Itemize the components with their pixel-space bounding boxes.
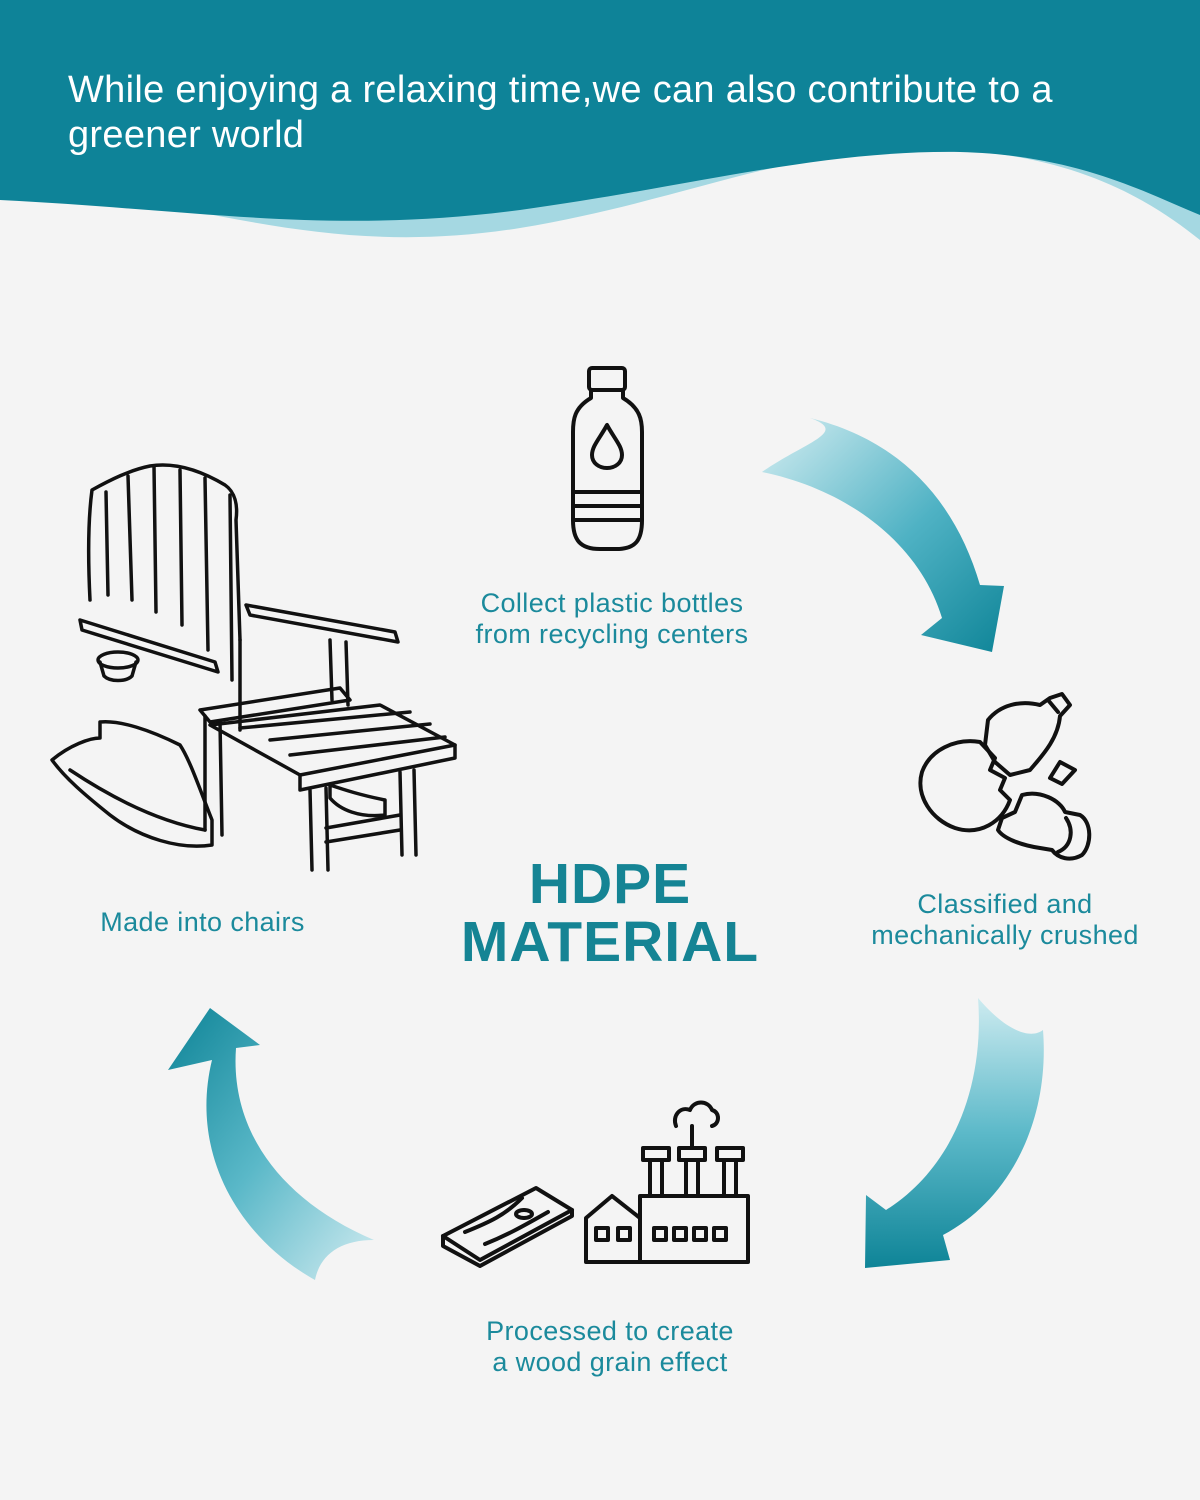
- plastic-bottle-icon: [571, 366, 644, 551]
- banner-background: [0, 0, 1200, 221]
- center-title-line1: HDPE: [528, 852, 692, 916]
- crushed-bottles-icon: [918, 692, 1092, 861]
- step-crushed-caption: Classified and mechanically crushed: [835, 889, 1175, 951]
- adirondack-chair-icon: [50, 463, 457, 872]
- step-collect-line1: Collect plastic bottles: [480, 588, 744, 618]
- banner-headline: While enjoying a relaxing time,we can al…: [68, 69, 1053, 156]
- cycle-arrow-top-right: [762, 418, 1004, 652]
- step-collect-line2: from recycling centers: [475, 619, 749, 649]
- step-processed-line2: a wood grain effect: [492, 1347, 728, 1377]
- header-banner: [0, 0, 1200, 240]
- step-chairs-line1: Made into chairs: [100, 907, 305, 937]
- step-crushed-line1: Classified and: [917, 889, 1093, 919]
- center-material-title: HDPE MATERIAL: [430, 855, 790, 971]
- step-processed-caption: Processed to create a wood grain effect: [420, 1316, 800, 1378]
- cycle-arrow-bottom-right: [865, 998, 1044, 1268]
- factory-wood-plank-icon: [441, 1100, 750, 1268]
- step-processed-line1: Processed to create: [486, 1316, 734, 1346]
- step-crushed-line2: mechanically crushed: [871, 920, 1139, 950]
- step-collect-caption: Collect plastic bottles from recycling c…: [412, 588, 812, 650]
- cycle-arrow-bottom-left: [168, 1008, 374, 1280]
- center-title-line2: MATERIAL: [460, 910, 760, 974]
- step-chairs-caption: Made into chairs: [60, 907, 345, 938]
